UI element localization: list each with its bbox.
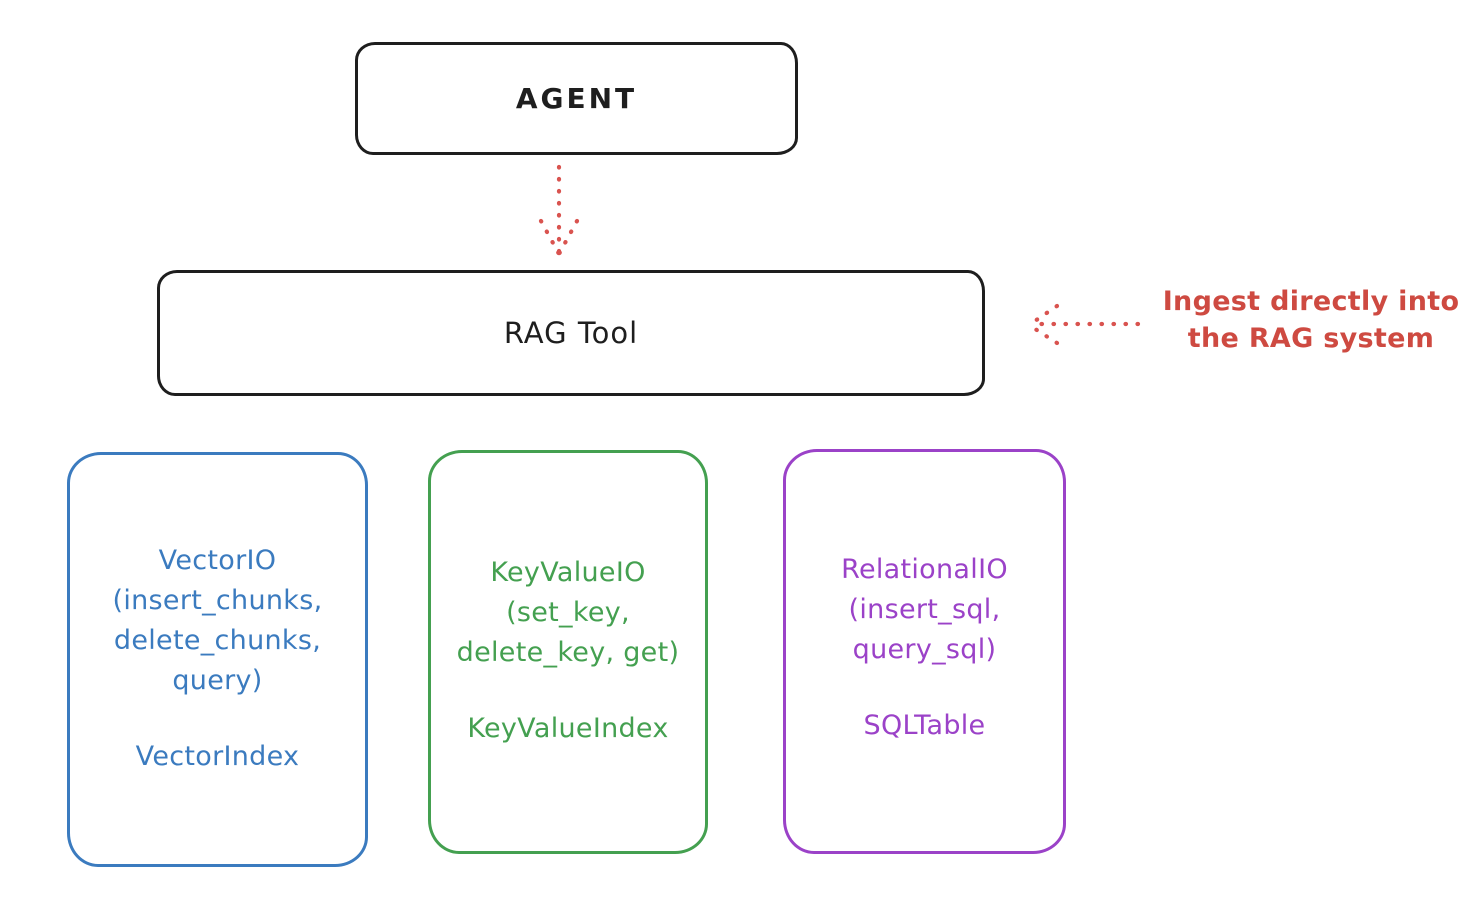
- vector-io-line: (insert_chunks,: [112, 585, 323, 616]
- relational-io-line: (insert_sql,: [848, 594, 1001, 625]
- agent-node-label: AGENT: [515, 82, 638, 115]
- ingest-annotation-line1: Ingest directly into: [1162, 286, 1460, 317]
- relational-io-line: RelationalIO: [841, 554, 1008, 585]
- relational-io-node: RelationalIO (insert_sql, query_sql) SQL…: [783, 449, 1066, 854]
- keyvalue-io-line: delete_key, get): [456, 637, 680, 668]
- keyvalue-io-line: KeyValueIO: [490, 557, 646, 588]
- keyvalue-index-label: KeyValueIndex: [467, 713, 669, 744]
- sql-table-label: SQLTable: [863, 710, 986, 741]
- relational-io-line: query_sql): [852, 634, 997, 665]
- vector-io-node: VectorIO (insert_chunks, delete_chunks, …: [67, 452, 368, 867]
- keyvalue-io-line: (set_key,: [506, 597, 630, 628]
- ingest-annotation: Ingest directly into the RAG system: [1148, 283, 1474, 357]
- ingest-annotation-line2: the RAG system: [1187, 323, 1435, 354]
- rag-tool-node: RAG Tool: [157, 270, 985, 396]
- annotation-to-rag-arrow-icon: [1026, 303, 1141, 346]
- vector-io-line: VectorIO: [158, 545, 277, 576]
- vector-io-line: query): [172, 665, 263, 696]
- vector-io-line: delete_chunks,: [113, 625, 322, 656]
- agent-node: AGENT: [355, 42, 798, 155]
- vector-index-label: VectorIndex: [135, 741, 300, 772]
- keyvalue-io-node: KeyValueIO (set_key, delete_key, get) Ke…: [428, 450, 708, 854]
- agent-to-rag-arrow-icon: [538, 164, 580, 257]
- rag-tool-node-label: RAG Tool: [503, 316, 639, 350]
